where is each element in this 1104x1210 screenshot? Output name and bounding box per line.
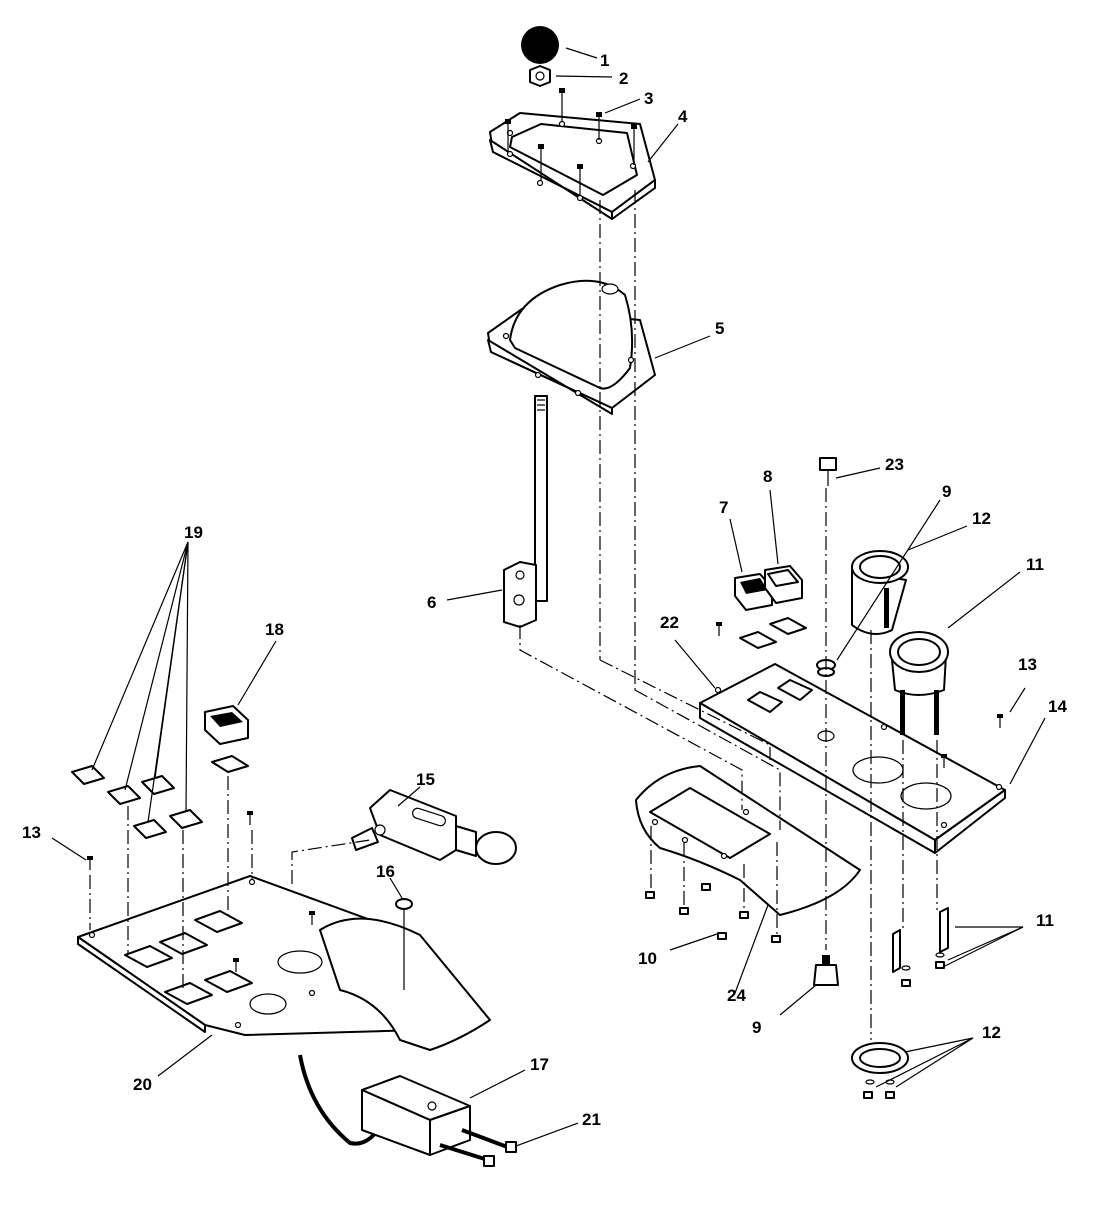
- part-8-rocker-switch: [764, 565, 803, 604]
- callout-16: 16: [376, 862, 395, 881]
- part-23-key: [819, 457, 837, 486]
- switch-bezels: [739, 617, 807, 649]
- callout-19: 19: [184, 523, 203, 542]
- part-21-bolts: [439, 1128, 517, 1167]
- callout-2: 2: [619, 69, 628, 88]
- part-7-rocker-switch: [734, 573, 773, 611]
- callout-4: 4: [678, 107, 688, 126]
- callout-10: 10: [638, 949, 657, 968]
- callout-24: 24: [727, 986, 746, 1005]
- callout-9-switch-body: 9: [752, 1018, 761, 1037]
- part-15-throttle-control: [351, 789, 517, 865]
- part-1-knob: [521, 26, 559, 64]
- part-20-side-panel: [77, 875, 491, 1051]
- callout-14: 14: [1048, 697, 1067, 716]
- callout-15: 15: [416, 770, 435, 789]
- callout-17: 17: [530, 1055, 549, 1074]
- part-19-hole-plugs: [71, 765, 203, 839]
- callout-12-bezel: 12: [982, 1023, 1001, 1042]
- callout-labels: 1 2 3 4 5 6 7 8 9 9 10 11 11 12 12 13 13…: [22, 51, 1067, 1129]
- callout-22: 22: [660, 613, 679, 632]
- callout-21: 21: [582, 1110, 601, 1129]
- callout-11-bracket: 11: [1036, 911, 1054, 930]
- callout-1: 1: [600, 51, 609, 70]
- leader-lines: [51, 47, 1046, 1147]
- part-17-bracket: [361, 1075, 471, 1156]
- callout-9-key-switch: 9: [942, 482, 951, 501]
- gauge-nuts: [863, 952, 945, 1099]
- callout-20: 20: [133, 1075, 152, 1094]
- part-12-hour-meter: [851, 550, 909, 635]
- part-5-shift-boot: [487, 279, 656, 415]
- assembly-centerlines: [89, 190, 938, 1040]
- callout-12-meter: 12: [972, 509, 991, 528]
- part-18-rocker-switch: [204, 705, 249, 773]
- part-6-shift-lever: [503, 395, 548, 628]
- callout-18: 18: [265, 620, 284, 639]
- part-3-screws: [505, 88, 637, 196]
- callout-6: 6: [427, 593, 436, 612]
- part-2-nut: [529, 65, 551, 87]
- part-11-fuel-gauge: [889, 631, 949, 735]
- part-13-screws: [87, 622, 1003, 972]
- callout-23: 23: [885, 455, 904, 474]
- callout-5: 5: [715, 319, 724, 338]
- callout-13-right: 13: [1018, 655, 1037, 674]
- gauge-brackets: [851, 907, 949, 1074]
- callout-3: 3: [644, 89, 653, 108]
- callout-13-left: 13: [22, 823, 41, 842]
- part-24-floor-panel: [635, 765, 861, 916]
- callout-11-gauge: 11: [1026, 555, 1044, 574]
- part-4-trim-plate: [489, 112, 656, 220]
- part-22-console-frame: [699, 663, 1006, 854]
- callout-7: 7: [719, 498, 728, 517]
- callout-8: 8: [763, 467, 772, 486]
- part-10-nuts: [645, 883, 781, 943]
